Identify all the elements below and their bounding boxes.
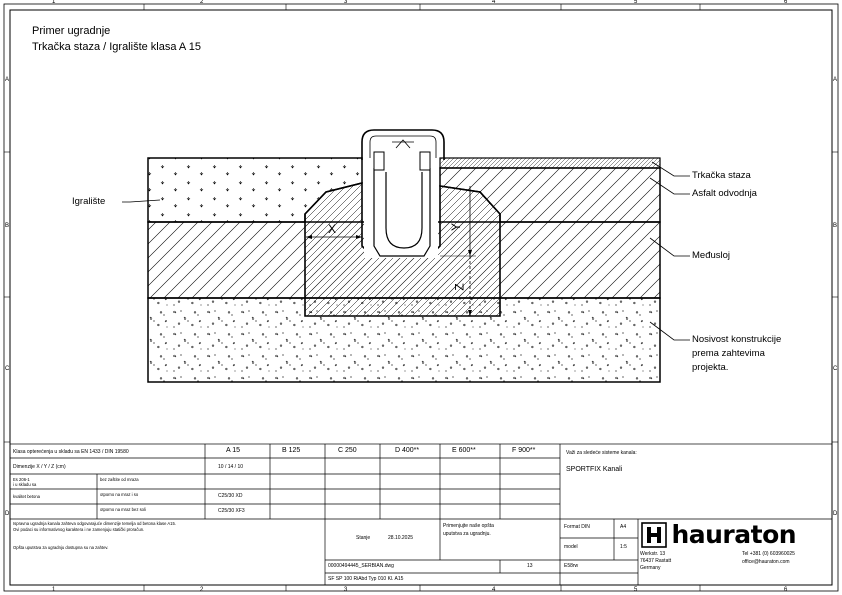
table-row5-value: C25/30 XF3 [218, 508, 245, 514]
label-nosivost-3: projekta. [692, 362, 729, 373]
address-2: 76437 Rastatt [640, 558, 672, 564]
logo-mark-icon [641, 521, 667, 548]
drawing-code: E58rw [564, 563, 579, 569]
stanje-label: Stanje [356, 535, 371, 541]
row-c-right: C [833, 366, 838, 372]
label-igraliste: Igralište [72, 196, 106, 207]
system-name: SPORTFIX Kanali [566, 466, 623, 473]
logo-text: hauraton [671, 520, 797, 549]
class-d400: D 400** [395, 447, 420, 454]
table-row4-value: C25/30 XD [218, 493, 243, 499]
format-label: Format DIN [564, 524, 590, 530]
row-d-right: D [833, 511, 838, 517]
class-b125: B 125 [282, 447, 301, 454]
address-3: Germany [640, 565, 661, 571]
table-row5-label: otporno na mraz bez soli [100, 507, 146, 512]
col-3-bottom: 3 [344, 587, 348, 593]
drawing-file: 00000494445_SERBIAN.dwg [328, 563, 394, 569]
row-a-left: A [5, 77, 10, 83]
col-4-top: 4 [492, 0, 496, 5]
table-row2-label: Dimenzije X / Y / Z (cm) [13, 464, 66, 470]
label-trkacka-staza: Trkačka staza [692, 170, 751, 181]
title-line-1: Primer ugradnje [32, 25, 111, 37]
dim-x-label: X [328, 222, 337, 236]
drawing-description: SF SP 100 RiAbd Typ 010 Kl. A15 [328, 576, 404, 582]
col-3-top: 3 [344, 0, 348, 5]
table-row4-label: otporno na mraz i so [100, 492, 139, 497]
col-6-bottom: 6 [784, 587, 788, 593]
label-asfalt: Asfalt odvodnja [692, 188, 757, 199]
col-1-top: 1 [52, 0, 56, 5]
side-label-1: Es 206-1 [13, 477, 30, 482]
dim-z-label: Z [452, 283, 467, 291]
col-4-bottom: 4 [492, 587, 496, 593]
email: office@hauraton.com [742, 559, 790, 565]
class-a15: A 15 [226, 447, 241, 454]
page-number: 13 [527, 563, 533, 569]
table-row3-label: bez zaštite od mraza [100, 477, 139, 482]
side-label-2: i u skladu sa [13, 482, 37, 487]
class-c250: C 250 [338, 447, 357, 454]
valid-for: Važi za sledeće sisteme kanala: [566, 450, 637, 456]
col-5-bottom: 5 [634, 587, 638, 593]
row-d-left: D [5, 511, 10, 517]
row-b-left: B [5, 223, 10, 229]
table-row2-value: 10 / 14 / 10 [218, 464, 244, 470]
row-c-left: C [5, 366, 10, 372]
model-value: 1:5 [620, 544, 627, 550]
label-nosivost-1: Nosivost konstrukcije [692, 334, 782, 345]
phone: Tel +381 (0) 603960025 [742, 551, 795, 557]
col-5-top: 5 [634, 0, 638, 5]
row-a-right: A [833, 77, 838, 83]
instructions-2: uputstva za ugradnju. [443, 531, 491, 537]
table-row1-label: Klasa opterećenja u skladu sa EN 1433 / … [13, 449, 129, 455]
dim-y-label: Y [449, 222, 464, 232]
class-e600: E 600** [452, 447, 476, 454]
model-label: model [564, 544, 578, 550]
note-1: Ispravna ugradnja kanala zahteva odgovar… [13, 521, 176, 526]
label-medjusloj: Međusloj [692, 250, 731, 261]
hauraton-logo: hauraton [641, 520, 797, 549]
side-label-3: kvalitet betona [13, 494, 41, 499]
format-value: A4 [620, 524, 627, 530]
col-2-bottom: 2 [200, 587, 204, 593]
instructions-1: Primenjujte naše opšta [443, 523, 494, 529]
label-nosivost-2: prema zahtevima [692, 348, 765, 359]
address-1: Werkstr. 13 [640, 551, 666, 557]
col-6-top: 6 [784, 0, 788, 5]
title-line-2: Trkačka staza / Igralište klasa A 15 [32, 41, 201, 53]
col-2-top: 2 [200, 0, 204, 5]
row-b-right: B [833, 223, 838, 229]
note-3: Opšta uputstva za ugradnju dostupna su n… [13, 545, 109, 550]
class-f900: F 900** [512, 447, 536, 454]
date: 28.10.2025 [388, 535, 414, 541]
col-1-bottom: 1 [52, 587, 56, 593]
note-2: Ovi podaci su informativnog karaktera i … [13, 527, 145, 532]
